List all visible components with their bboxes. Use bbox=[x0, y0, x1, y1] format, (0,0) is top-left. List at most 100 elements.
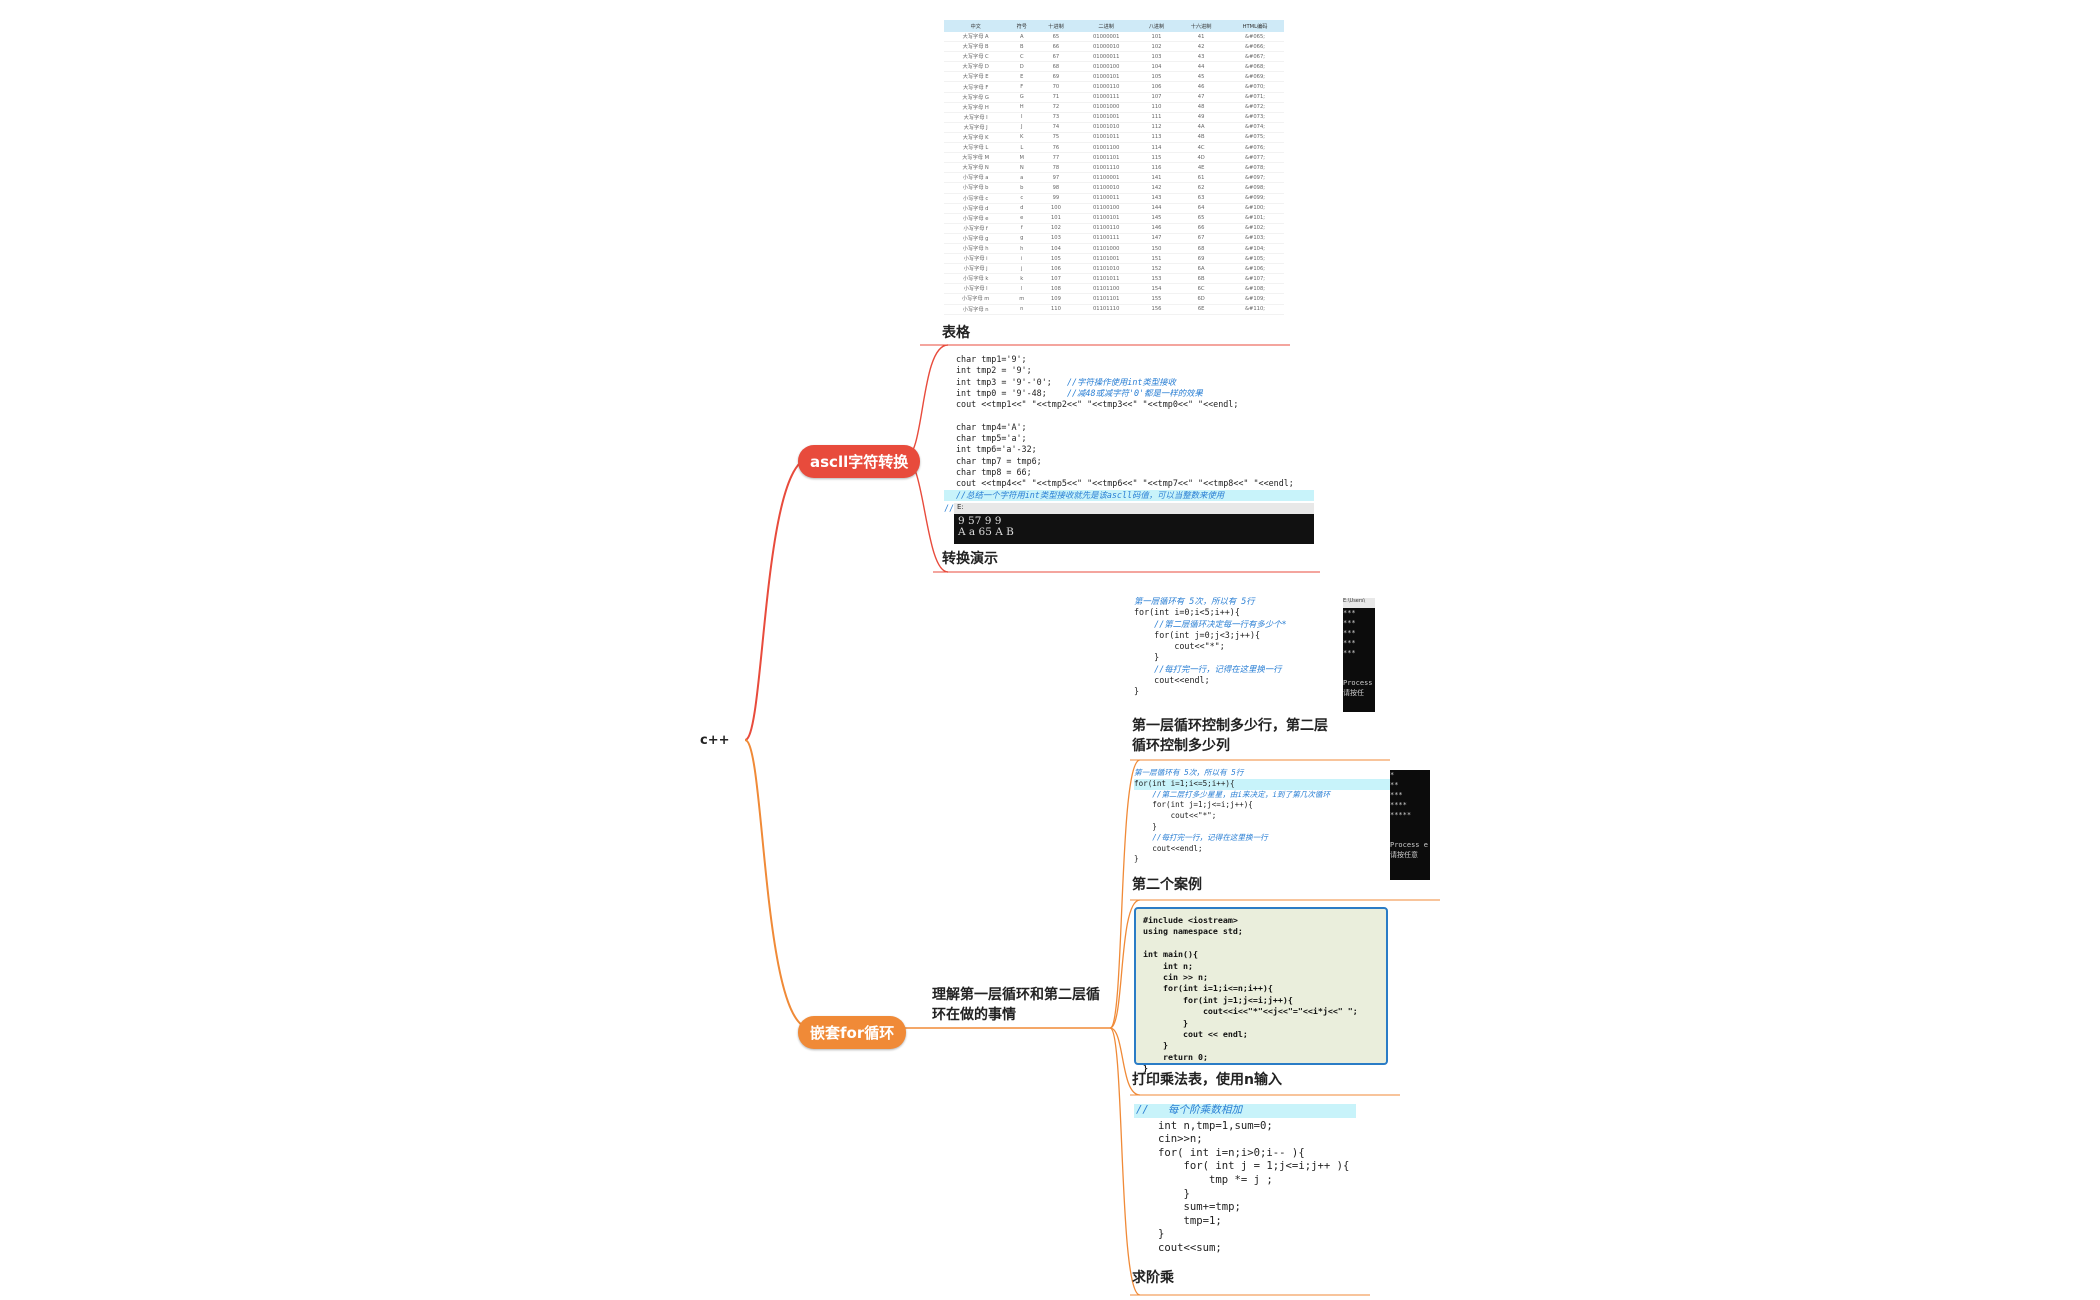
case2-caption[interactable]: 第二个案例 bbox=[1132, 877, 1202, 893]
console-line: *** bbox=[1343, 639, 1356, 647]
table-cell: &#110; bbox=[1226, 304, 1284, 315]
table-cell: 01000001 bbox=[1075, 32, 1137, 43]
table-cell: &#099; bbox=[1226, 193, 1284, 204]
console-line: *** bbox=[1390, 791, 1403, 799]
code-line: } bbox=[1158, 1228, 1165, 1241]
table-cell: 69 bbox=[1176, 253, 1227, 265]
table-cell: 116 bbox=[1136, 162, 1177, 174]
table-cell: 103 bbox=[1036, 233, 1076, 244]
table-cell: 大写字母 K bbox=[944, 132, 1008, 144]
code-line: //每打完一行，记得在这里换一行 bbox=[1152, 832, 1268, 842]
table-cell: &#109; bbox=[1226, 293, 1284, 305]
code-line: } bbox=[1158, 1187, 1190, 1200]
table-cell: 01001100 bbox=[1075, 142, 1137, 154]
table-cell: 102 bbox=[1136, 41, 1177, 53]
loops-understand-label[interactable]: 理解第一层循环和第二层循环在做的事情 bbox=[932, 987, 1100, 1023]
table-cell: 47 bbox=[1176, 92, 1227, 103]
table-cell: 106 bbox=[1136, 81, 1177, 93]
table-cell: 大写字母 A bbox=[944, 32, 1008, 43]
table-cell: 大写字母 N bbox=[944, 162, 1008, 174]
table-cell: &#100; bbox=[1226, 203, 1284, 214]
code-line: } bbox=[1134, 686, 1140, 697]
table-cell: D bbox=[1007, 61, 1037, 73]
ascii-demo-caption[interactable]: 转换演示 bbox=[942, 551, 998, 567]
code-line: cout<<endl; bbox=[1134, 843, 1203, 853]
code-line: return 0; bbox=[1143, 1051, 1208, 1062]
table-cell: &#102; bbox=[1226, 223, 1284, 234]
root-node-label[interactable]: c++ bbox=[700, 733, 730, 748]
code-line: sum+=tmp; bbox=[1158, 1201, 1241, 1214]
branch-loops-pill[interactable]: 嵌套for循环 bbox=[798, 1016, 907, 1049]
table-cell: N bbox=[1007, 162, 1037, 174]
table-cell: 41 bbox=[1176, 32, 1227, 43]
table-cell: &#076; bbox=[1226, 142, 1284, 154]
table-cell: 97 bbox=[1036, 172, 1076, 184]
code-line: } bbox=[1143, 1017, 1188, 1028]
code-line: int tmp3 = '9'-'0'; //字符操作使用int类型接收 bbox=[956, 376, 1176, 387]
table-cell: j bbox=[1007, 263, 1037, 275]
table-cell: 01101000 bbox=[1075, 243, 1137, 255]
factorial-caption[interactable]: 求阶乘 bbox=[1132, 1270, 1174, 1286]
table-cell: I bbox=[1007, 112, 1037, 123]
multiplication-caption[interactable]: 打印乘法表，使用n输入 bbox=[1132, 1072, 1282, 1088]
table-cell: 67 bbox=[1036, 51, 1076, 63]
table-cell: 01101011 bbox=[1075, 273, 1137, 285]
table-cell: 153 bbox=[1136, 273, 1177, 285]
factorial-comment-text: // 每个阶乘数相加 bbox=[1136, 1104, 1243, 1116]
ascii-table-header-cell: 八进制 bbox=[1136, 20, 1177, 32]
table-cell: 144 bbox=[1136, 203, 1177, 214]
table-cell: 46 bbox=[1176, 81, 1227, 93]
table-cell: 大写字母 F bbox=[944, 81, 1008, 93]
table-cell: 112 bbox=[1136, 122, 1177, 133]
table-cell: 01101010 bbox=[1075, 263, 1137, 275]
ascii-demo-code: char tmp1='9';int tmp2 = '9';int tmp3 = … bbox=[944, 354, 1314, 490]
table-cell: &#108; bbox=[1226, 283, 1284, 295]
code-line: //第二层循环决定每一行有多少个* bbox=[1154, 618, 1287, 629]
connector-understand-mult bbox=[1109, 1027, 1141, 1096]
table-cell: 110 bbox=[1136, 102, 1177, 113]
branch-ascii-pill[interactable]: ascll字符转换 bbox=[798, 445, 921, 478]
table-cell: 大写字母 G bbox=[944, 92, 1008, 103]
case1-caption[interactable]: 第一层循环控制多少行，第二层循环控制多少列 bbox=[1132, 718, 1328, 754]
console-line bbox=[1343, 668, 1375, 678]
code-line: } bbox=[1143, 1063, 1148, 1074]
table-cell: 大写字母 L bbox=[944, 142, 1008, 154]
table-cell: 63 bbox=[1176, 193, 1227, 204]
table-cell: 小写字母 g bbox=[944, 233, 1008, 244]
code-line: cout<<sum; bbox=[1158, 1241, 1222, 1254]
code-line: tmp *= j ; bbox=[1158, 1173, 1273, 1186]
table-cell: i bbox=[1007, 253, 1037, 265]
table-cell: 61 bbox=[1176, 172, 1227, 184]
table-cell: 43 bbox=[1176, 51, 1227, 63]
table-cell: 64 bbox=[1176, 203, 1227, 214]
table-cell: 74 bbox=[1036, 122, 1076, 133]
table-cell: 99 bbox=[1036, 193, 1076, 204]
code-line: for(int i=1;i<=5;i++){ bbox=[1134, 778, 1394, 790]
table-cell: &#105; bbox=[1226, 253, 1284, 265]
table-cell: f bbox=[1007, 223, 1037, 234]
code-line: //第二层打多少星星，由i来决定，i到了第几次循环 bbox=[1152, 789, 1331, 799]
table-cell: 104 bbox=[1036, 243, 1076, 255]
ascii-table-caption[interactable]: 表格 bbox=[942, 325, 970, 341]
table-cell: 01001011 bbox=[1075, 132, 1137, 144]
table-cell: 大写字母 C bbox=[944, 51, 1008, 63]
code-line: } bbox=[1134, 652, 1160, 663]
code-line: cout << endl; bbox=[1143, 1029, 1248, 1040]
code-line: cout<<"*"; bbox=[1134, 641, 1225, 652]
table-cell: 大写字母 I bbox=[944, 112, 1008, 123]
table-cell: 106 bbox=[1036, 263, 1076, 275]
table-cell: 152 bbox=[1136, 263, 1177, 275]
table-cell: 01100001 bbox=[1075, 172, 1137, 184]
